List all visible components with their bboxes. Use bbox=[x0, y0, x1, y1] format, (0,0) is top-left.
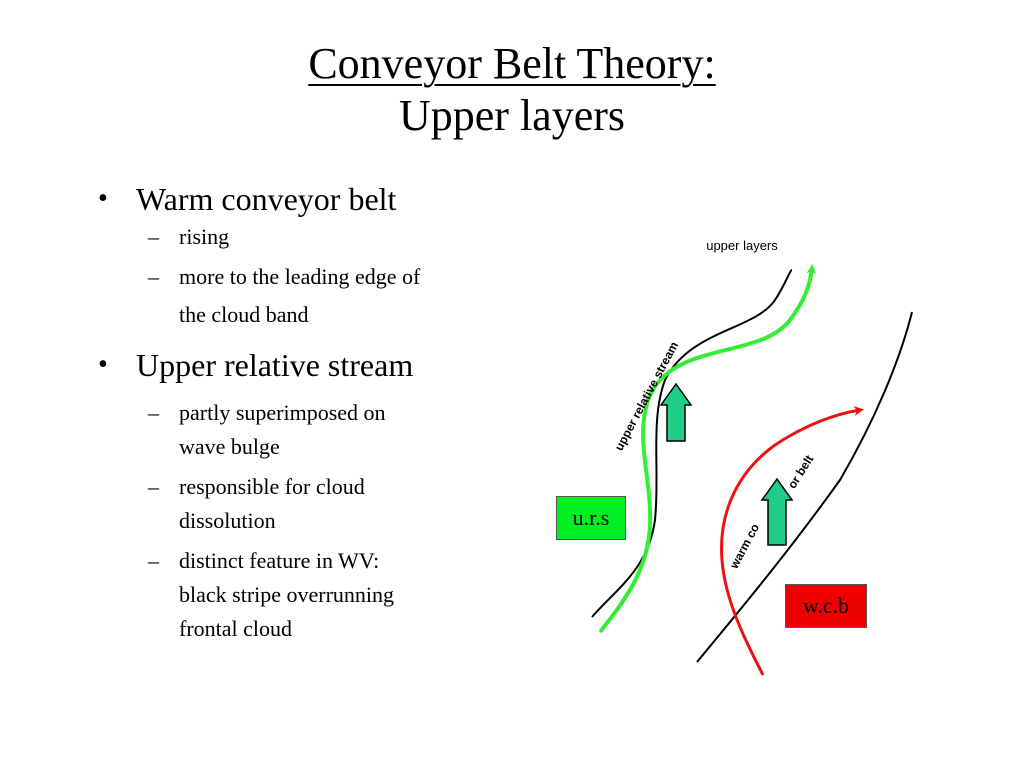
sub-bullet-text: wave bulge bbox=[179, 434, 280, 459]
dash-icon: – bbox=[148, 224, 159, 249]
bullet-text: Upper relative stream bbox=[136, 347, 414, 383]
sub-bullet-text: the cloud band bbox=[179, 302, 309, 327]
sub-bullet-text: rising bbox=[179, 224, 230, 249]
sub-bullet-text: distinct feature in WV: bbox=[179, 548, 380, 573]
bullet-dot-icon: • bbox=[98, 349, 108, 380]
upper-layers-label: upper layers bbox=[706, 238, 778, 253]
sub-bullet-text: partly superimposed on bbox=[179, 400, 386, 425]
wcb-up-arrow-icon bbox=[760, 477, 794, 546]
wcb-label-box: w.c.b bbox=[785, 584, 867, 628]
left-boundary-line bbox=[591, 269, 793, 618]
sub-bullet: – rising bbox=[96, 220, 516, 254]
bullet-dot-icon: • bbox=[98, 183, 108, 214]
sub-bullet-text: more to the leading edge of bbox=[179, 264, 421, 289]
slide-title: Conveyor Belt Theory: Upper layers bbox=[0, 38, 1024, 142]
sub-bullet: – responsible for cloud bbox=[96, 470, 516, 504]
urs-up-arrow-icon bbox=[659, 382, 693, 442]
title-line-2: Upper layers bbox=[398, 91, 625, 140]
sub-bullet: – partly superimposed on bbox=[96, 396, 516, 430]
sub-bullet-continuation: wave bulge bbox=[96, 430, 516, 464]
sub-bullet-continuation: black stripe overrunning bbox=[96, 578, 516, 612]
sub-bullet-text: responsible for cloud bbox=[179, 474, 365, 499]
upper-relative-stream-line bbox=[598, 264, 817, 634]
warm-conveyor-belt-line bbox=[720, 406, 864, 676]
dash-icon: – bbox=[148, 548, 159, 573]
sub-bullet: – distinct feature in WV: bbox=[96, 544, 516, 578]
warm-conveyor-belt-label-part1: warm co bbox=[726, 521, 762, 571]
bullet-warm-conveyor-belt: • Warm conveyor belt bbox=[96, 178, 516, 220]
sub-bullet-text: dissolution bbox=[179, 508, 276, 533]
dash-icon: – bbox=[148, 400, 159, 425]
urs-label-box: u.r.s bbox=[556, 496, 626, 540]
title-line-1: Conveyor Belt Theory: bbox=[308, 39, 716, 88]
dash-icon: – bbox=[148, 474, 159, 499]
sub-bullet-text: frontal cloud bbox=[179, 616, 293, 641]
sub-bullet-text: black stripe overrunning bbox=[179, 582, 395, 607]
sub-bullet-continuation: dissolution bbox=[96, 504, 516, 538]
conveyor-belt-diagram: upper layers upper relative stream warm … bbox=[591, 238, 913, 676]
bullet-upper-relative-stream: • Upper relative stream bbox=[96, 344, 516, 386]
bullet-list: • Warm conveyor belt – rising – more to … bbox=[96, 178, 516, 646]
dash-icon: – bbox=[148, 264, 159, 289]
sub-bullet-continuation: frontal cloud bbox=[96, 612, 516, 646]
warm-conveyor-belt-label-part2: or belt bbox=[785, 453, 816, 492]
bullet-text: Warm conveyor belt bbox=[136, 181, 397, 217]
sub-bullet: – more to the leading edge of bbox=[96, 260, 516, 294]
sub-bullet-continuation: the cloud band bbox=[96, 298, 516, 332]
